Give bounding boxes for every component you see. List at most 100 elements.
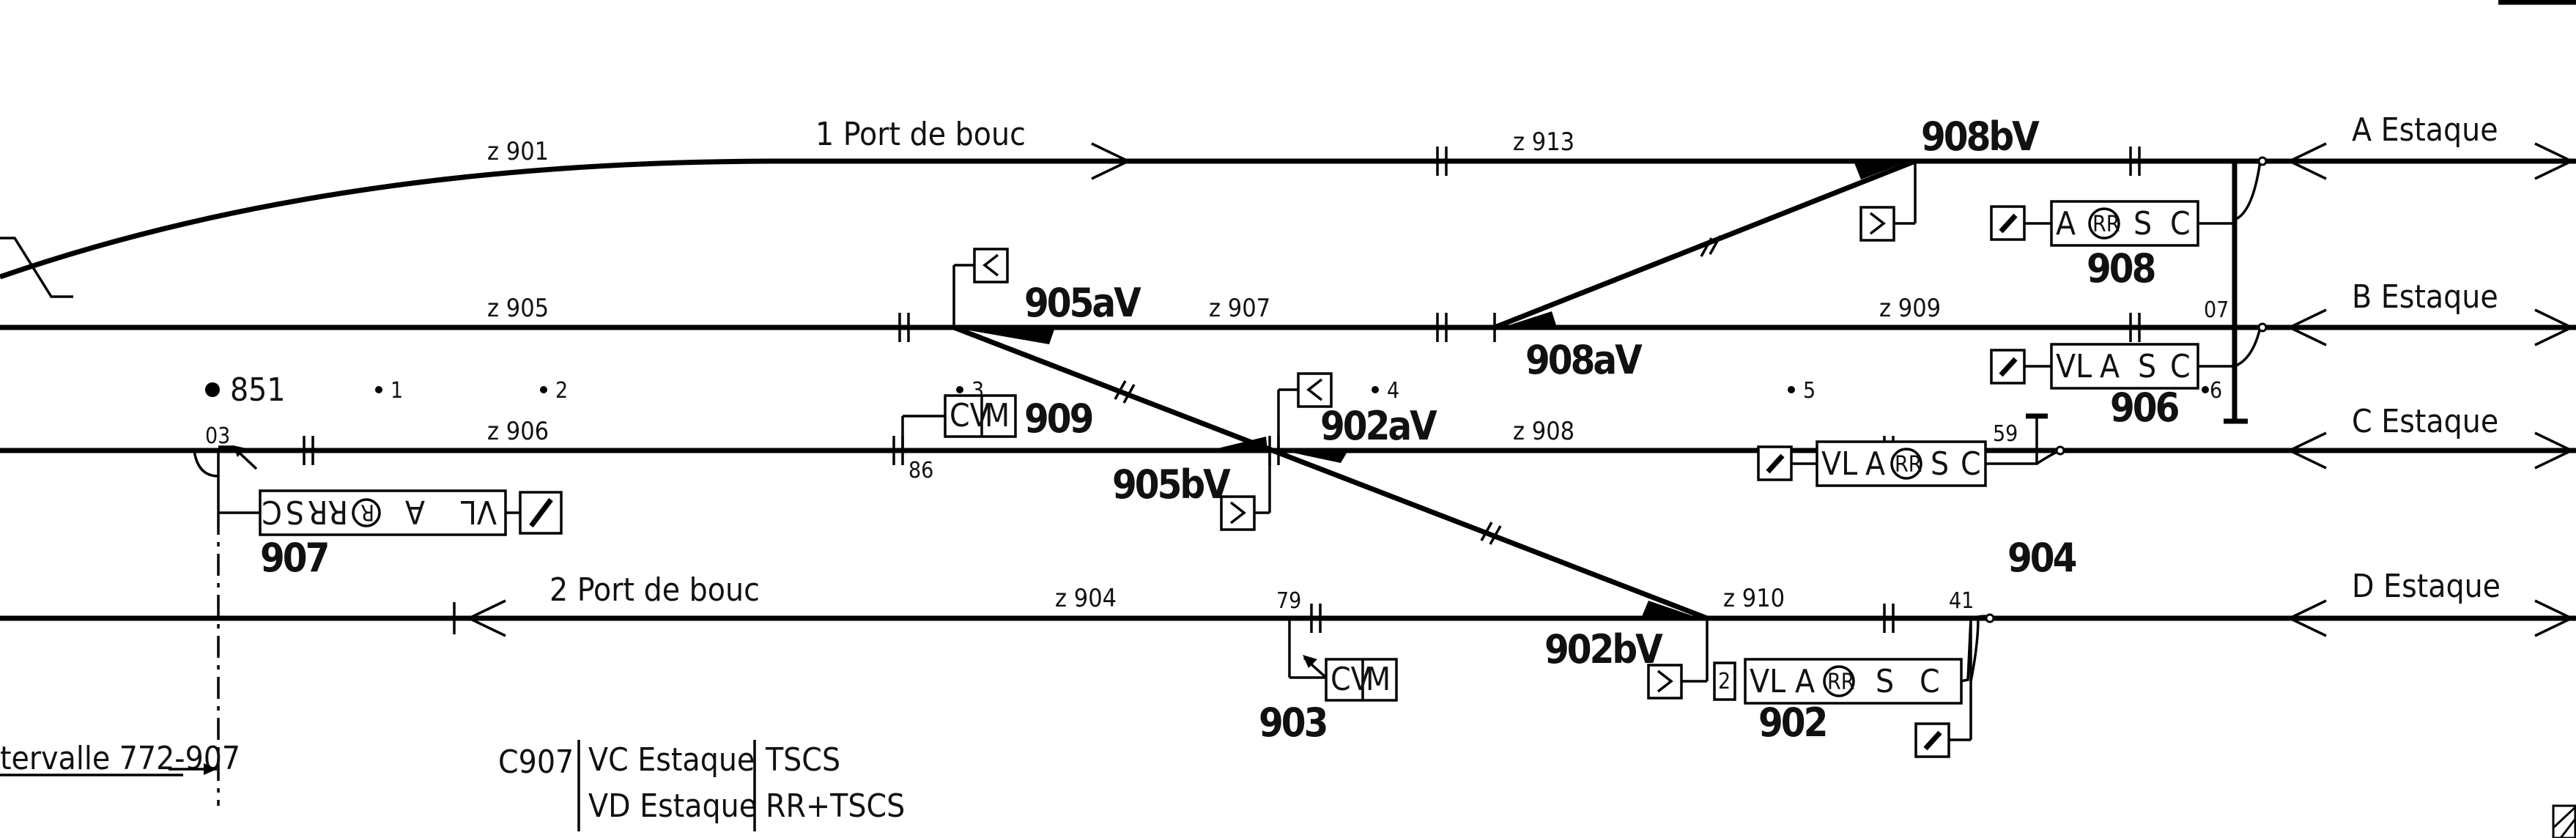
signal-908-aspect-c: C bbox=[2170, 205, 2191, 242]
signal-908-number: 908 bbox=[2087, 245, 2155, 292]
signal-902: 2 VL A RR S C 902 bbox=[1647, 613, 1995, 758]
signal-906-aspect-vl: VL bbox=[2056, 348, 2092, 385]
label-b-estaque: B Estaque bbox=[2352, 278, 2498, 316]
zone-z905: z 905 bbox=[487, 294, 549, 323]
shunt-902aV bbox=[1277, 372, 1333, 450]
signal-907-aspect-a: A bbox=[405, 493, 425, 530]
legend-rr-tscs: RR+TSCS bbox=[766, 787, 905, 825]
marker-dot-5 bbox=[1788, 386, 1795, 393]
switch-902aV: 902aV bbox=[1320, 403, 1437, 449]
signal-906-number: 906 bbox=[2110, 385, 2179, 431]
signal-907-aspect-s: S bbox=[286, 493, 304, 530]
legend-vd-estaque: VD Estaque bbox=[588, 787, 757, 825]
zone-z913: z 913 bbox=[1513, 127, 1574, 157]
signal-904-aspect-c: C bbox=[1961, 445, 1981, 483]
zone-z904: z 904 bbox=[1055, 584, 1117, 613]
signal-907-number: 907 bbox=[260, 535, 327, 581]
switch-905bV: 905bV bbox=[1112, 461, 1231, 508]
post-junction-b bbox=[2257, 322, 2268, 333]
label-d-estaque: D Estaque bbox=[2352, 568, 2501, 605]
signal-902-aspect-2: 2 bbox=[1718, 669, 1731, 694]
signal-906-aspect-c: C bbox=[2170, 348, 2191, 385]
marker-1: 1 bbox=[391, 378, 403, 404]
zone-z907: z 907 bbox=[1209, 294, 1270, 323]
switch-905aV: 905aV bbox=[1024, 280, 1141, 326]
signal-906: VL A S C 906 bbox=[1990, 343, 2235, 431]
shunt-905aV bbox=[952, 248, 1009, 327]
signal-902-aspect-rr: RR bbox=[1827, 670, 1855, 695]
corner-hatch-mark bbox=[2552, 804, 2576, 838]
track-2-port-de-bouc bbox=[0, 599, 2576, 637]
marker-41: 41 bbox=[1949, 588, 1974, 614]
signal-903-aspect-cv: CV bbox=[1330, 661, 1371, 698]
right-post bbox=[2224, 156, 2268, 424]
label-a-estaque: A Estaque bbox=[2352, 111, 2498, 149]
left-crossing-stub bbox=[0, 237, 73, 298]
signal-909-aspect-m: M bbox=[985, 397, 1010, 434]
zone-z901: z 901 bbox=[487, 137, 549, 166]
signal-907-aspect-c: C bbox=[262, 493, 282, 530]
signal-906-aspect-s: S bbox=[2138, 348, 2156, 385]
marker-dot-2 bbox=[540, 386, 547, 393]
signal-904-aspect-rr: RR bbox=[1895, 452, 1922, 478]
signal-907-aspect-vl: VL bbox=[461, 493, 497, 530]
signal-908-aspect-s: S bbox=[2133, 205, 2152, 242]
marker-dot-4 bbox=[1372, 386, 1379, 393]
shunt-905bV bbox=[1220, 450, 1271, 531]
marker-dot-1 bbox=[375, 386, 382, 393]
switch-902bV: 902bV bbox=[1544, 626, 1663, 672]
signal-908-aspect-a: A bbox=[2056, 205, 2076, 242]
marker-03: 03 bbox=[205, 423, 230, 449]
switch-908aV: 908aV bbox=[1525, 337, 1643, 383]
marker-79: 79 bbox=[1276, 588, 1301, 614]
legend-interval: tervalle 772-907 bbox=[0, 740, 240, 777]
signal-902-aspect-vl: VL bbox=[1750, 663, 1785, 700]
signal-902-aspect-c: C bbox=[1920, 663, 1940, 700]
label-2-port-de-bouc: 2 Port de bouc bbox=[549, 571, 760, 609]
marker-59: 59 bbox=[1993, 421, 2018, 447]
signal-907-aspect-r: R bbox=[360, 499, 374, 524]
legend-c907: C907 bbox=[498, 744, 574, 781]
marker-2: 2 bbox=[555, 378, 568, 404]
signal-909-number: 909 bbox=[1024, 396, 1092, 442]
marker-86: 86 bbox=[908, 458, 933, 483]
signal-908: A RR S C 908 bbox=[1990, 200, 2235, 292]
signal-902-number: 902 bbox=[1758, 700, 1826, 746]
signal-906-aspect-a: A bbox=[2100, 348, 2120, 385]
zone-z906: z 906 bbox=[487, 417, 549, 446]
marker-dot-851 bbox=[205, 382, 220, 397]
marker-07: 07 bbox=[2204, 297, 2229, 323]
signal-904-number: 904 bbox=[2007, 535, 2076, 581]
track-b bbox=[0, 313, 2576, 342]
marker-5: 5 bbox=[1803, 378, 1816, 404]
signal-903-aspect-m: M bbox=[1366, 661, 1391, 698]
signal-904: VL A RR S C 904 bbox=[1757, 413, 2079, 581]
signal-902-aspect-a: A bbox=[1795, 663, 1815, 700]
signal-904-aspect-a: A bbox=[1865, 445, 1885, 483]
legend-tscs: TSCS bbox=[765, 741, 840, 779]
signal-903-number: 903 bbox=[1259, 700, 1326, 746]
zone-z908: z 908 bbox=[1513, 417, 1574, 446]
zone-z909: z 909 bbox=[1879, 294, 1941, 323]
legend: tervalle 772-907 C907 VC Estaque VD Esta… bbox=[0, 740, 905, 831]
signal-904-junction bbox=[2055, 445, 2065, 456]
zone-z910: z 910 bbox=[1723, 584, 1785, 613]
crossover-908 bbox=[1493, 158, 1917, 330]
signal-907-aspect-rr: RR bbox=[308, 493, 348, 530]
signal-902-junction bbox=[1985, 613, 1995, 623]
shunt-908bV bbox=[1859, 161, 1917, 242]
post-junction-a bbox=[2257, 156, 2268, 166]
track-1-port-de-bouc bbox=[0, 142, 2576, 280]
marker-dot-6 bbox=[2202, 386, 2209, 393]
label-1-port-de-bouc: 1 Port de bouc bbox=[815, 116, 1026, 153]
signal-909: CV M 909 bbox=[901, 394, 1095, 450]
signal-907: VL A R RR S C 907 bbox=[193, 445, 563, 581]
signal-904-aspect-vl: VL bbox=[1821, 445, 1857, 483]
signal-903: CV M 903 bbox=[1259, 618, 1398, 746]
signal-909-aspect-cv: CV bbox=[950, 397, 990, 434]
marker-4: 4 bbox=[1387, 378, 1399, 404]
label-c-estaque: C Estaque bbox=[2352, 403, 2498, 440]
signal-902-aspect-s: S bbox=[1876, 663, 1894, 700]
signal-908-aspect-rr: RR bbox=[2092, 212, 2120, 237]
